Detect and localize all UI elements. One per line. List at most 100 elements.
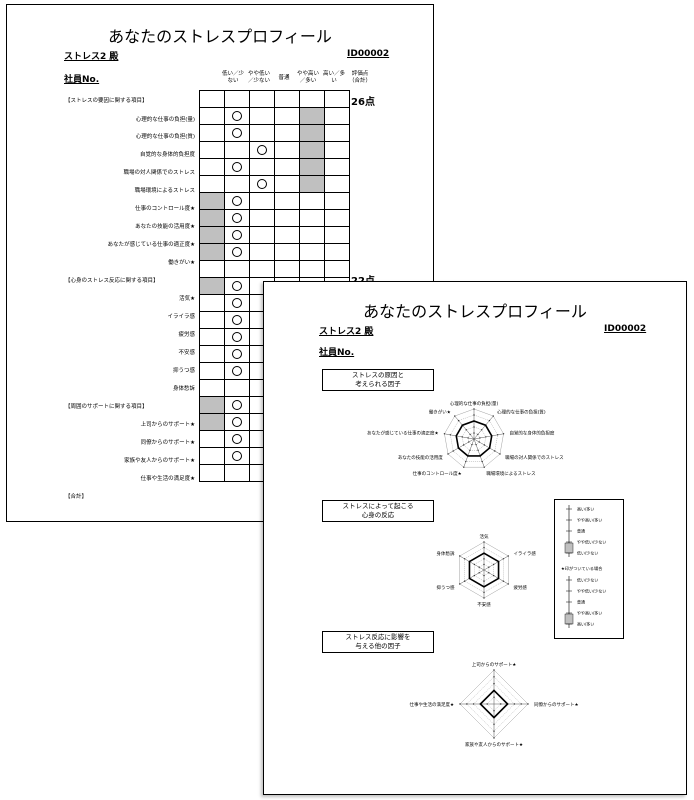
radar-grid-ring xyxy=(461,426,487,451)
radar-tick xyxy=(477,449,479,451)
section-box-reactions: ストレスによって起こる 心身の反応 xyxy=(322,500,434,522)
row-label: 同僚からのサポート★ xyxy=(140,440,195,446)
row-label: 上司からのサポート★ xyxy=(140,422,195,428)
radar-tick xyxy=(493,737,495,739)
col-header-slightly-high: やや高い／多い xyxy=(296,71,319,84)
radar-tick xyxy=(463,466,465,468)
sheet1-title: あなたのストレスプロフィール xyxy=(108,27,332,46)
radar-tick xyxy=(469,433,471,436)
radar-tick xyxy=(483,558,485,560)
radar-tick xyxy=(468,441,470,443)
legend-shaded-band xyxy=(564,542,574,554)
radar-tick xyxy=(493,696,495,698)
circle-mark xyxy=(232,111,242,121)
radar-tick xyxy=(493,723,495,726)
radar-axis-label: 職場環境によるストレス xyxy=(486,470,536,477)
radar-tick xyxy=(493,710,495,712)
box-line: ストレスの原因と xyxy=(352,371,404,379)
radar-axis-label: 上司からのサポート★ xyxy=(472,661,517,668)
row-label: 自覚的な身体的負担度 xyxy=(139,152,195,158)
radar-axis-label: あなたが感じている仕事の適正度★ xyxy=(367,430,439,437)
radar-tick xyxy=(471,443,473,446)
radar-value-polygon xyxy=(479,689,509,719)
section-total: 【合計】 xyxy=(65,494,88,500)
radar-axis xyxy=(473,438,485,468)
radar-axis-label: あなたの技能の活用度 xyxy=(398,454,443,461)
radar-chart-support: 上司からのサポート★同僚からのサポート★家族や友人からのサポート★仕事や生活の満… xyxy=(409,661,579,748)
radar-axis xyxy=(483,569,509,585)
radar-tick xyxy=(502,580,505,582)
radar-tick xyxy=(493,676,495,678)
radar-axis-label: 抑うつ感 xyxy=(437,584,455,591)
radar-tick xyxy=(473,426,475,428)
legend-label: 普通 xyxy=(577,599,585,605)
radar-tick xyxy=(492,415,494,417)
box-line: 心身の反応 xyxy=(361,511,395,519)
radar-tick xyxy=(473,408,475,410)
radar-tick xyxy=(463,580,466,582)
radar-tick xyxy=(459,583,461,585)
radar-axis-label: 仕事のコントロール度★ xyxy=(413,470,462,477)
sheet2-name: ストレス2 殿 xyxy=(319,327,374,337)
radar-tick xyxy=(493,669,495,671)
legend-label: 低い/少ない xyxy=(577,550,598,556)
radar-tick xyxy=(520,703,522,705)
box-line: ストレスによって起こる xyxy=(342,502,414,510)
radar-tick xyxy=(478,572,480,574)
radar-tick xyxy=(507,555,509,557)
circle-mark xyxy=(232,366,242,376)
radar-tick xyxy=(486,703,488,705)
circle-mark xyxy=(232,162,242,172)
radar-axis-label: 身体愁訴 xyxy=(437,550,455,557)
radar-tick xyxy=(493,682,495,685)
row-label: 抑うつ感 xyxy=(172,368,195,374)
col-header-low: 低い／少ない xyxy=(221,71,244,84)
circle-mark xyxy=(232,451,242,461)
box-line: 考えられる因子 xyxy=(355,380,401,388)
radar-grid-ring xyxy=(486,696,502,712)
row-label: 職場の対人関係でのストレス xyxy=(123,170,195,176)
radar-tick xyxy=(459,703,461,705)
legend-label: やや低い/少ない xyxy=(577,588,606,594)
legend-panel: 高い/多いやや高い/多い普通やや低い/少ない低い/少ない★印がついている場合低い… xyxy=(554,499,624,639)
circle-mark xyxy=(232,230,242,240)
radar-tick xyxy=(479,437,481,439)
radar-axis-label: 同僚からのサポート★ xyxy=(534,701,579,708)
radar-axis xyxy=(473,438,501,455)
radar-axis-label: 疲労感 xyxy=(513,584,527,591)
radar-tick xyxy=(481,460,483,463)
radar-axis-label: 不安感 xyxy=(477,601,491,608)
radar-tick xyxy=(463,558,466,560)
radar-axis-label: 心理的な仕事の負担(質) xyxy=(497,408,546,415)
radar-tick xyxy=(488,566,490,568)
radar-tick xyxy=(483,444,486,446)
radar-tick xyxy=(502,558,505,560)
radar-tick xyxy=(492,563,495,566)
circle-mark xyxy=(232,281,242,291)
radar-axis-label: 家族や友人からのサポート★ xyxy=(465,741,523,748)
section-box-stress-causes: ストレスの原因と 考えられる因子 xyxy=(322,369,434,391)
legend-shaded-band xyxy=(564,613,574,625)
circle-mark xyxy=(257,179,267,189)
radar-axis xyxy=(483,555,509,571)
row-label: イライラ感 xyxy=(167,314,195,320)
radar-tick xyxy=(483,597,485,599)
radar-tick xyxy=(478,566,480,568)
radar-tick xyxy=(483,546,485,549)
radar-grid-ring xyxy=(467,432,481,445)
circle-mark xyxy=(232,196,242,206)
radar-tick xyxy=(467,437,469,439)
radar-tick xyxy=(465,429,467,431)
row-label: 身体愁訴 xyxy=(172,386,195,392)
section-box-other-factors: ストレス反応に影響を 与える他の因子 xyxy=(322,631,434,653)
radar-tick xyxy=(496,434,499,436)
radar-axis-label: 活気 xyxy=(480,533,489,540)
sheet1-name: ストレス2 殿 xyxy=(64,52,119,62)
radar-tick xyxy=(488,572,490,574)
circle-mark xyxy=(232,434,242,444)
row-label: 仕事や生活の満足度★ xyxy=(140,476,195,482)
score-stress-factors: 26点 xyxy=(351,97,375,108)
radar-tick xyxy=(461,436,463,438)
circle-mark xyxy=(232,247,242,257)
